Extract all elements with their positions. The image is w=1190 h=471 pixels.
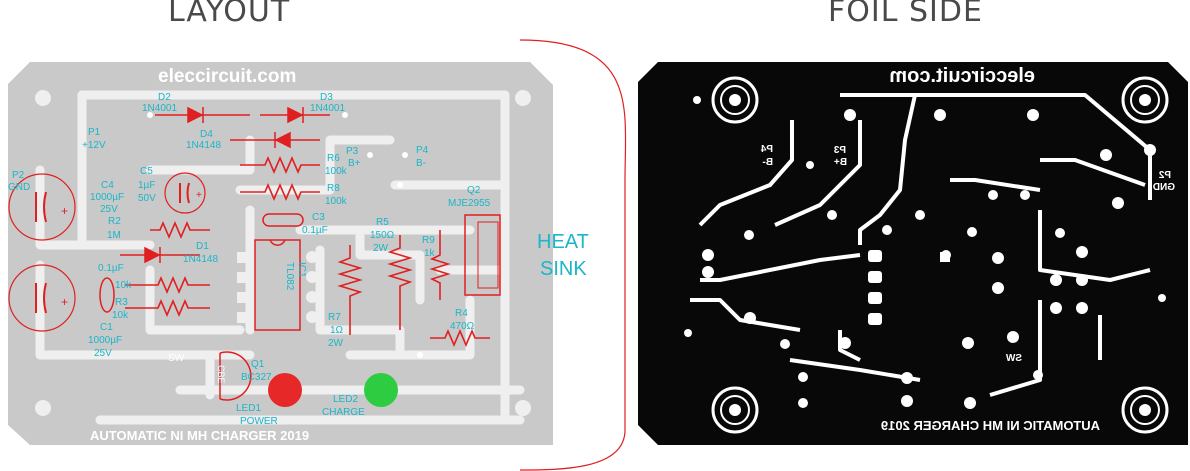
- label-p2-value: GND: [8, 182, 30, 193]
- label-r2-value: 1M: [107, 230, 121, 241]
- label-d4: D4: [200, 129, 213, 140]
- label-led2-value: CHARGE: [322, 407, 365, 418]
- label-c4-value-1: 1000µF: [90, 192, 124, 203]
- foil-footer-label: AUTOMATIC NI MH CHARGER 2019: [881, 418, 1100, 433]
- heatsink-outline: [519, 39, 627, 471]
- label-sw: SW: [168, 353, 185, 364]
- svg-text:+: +: [61, 295, 68, 309]
- label-r5: R5: [376, 217, 389, 228]
- label-r2: R2: [108, 216, 121, 227]
- label-led1: LED1: [236, 403, 261, 414]
- label-d2-value: 1N4001: [142, 103, 177, 114]
- svg-text:+: +: [196, 190, 202, 201]
- foil-label-p3-value: B+: [834, 157, 847, 168]
- label-r9: R9: [422, 235, 435, 246]
- label-c5-value-2: 50V: [138, 193, 156, 204]
- label-r4-value: 470Ω: [450, 321, 475, 332]
- svg-text:+: +: [61, 204, 68, 218]
- label-r4: R4: [455, 308, 468, 319]
- label-r5-value-1: 150Ω: [370, 230, 395, 241]
- label-ic1-value: TL082: [284, 262, 295, 291]
- label-r8: R8: [327, 183, 340, 194]
- label-p3: P3: [346, 146, 359, 157]
- label-c1-value-1: 1000µF: [88, 335, 122, 346]
- layout-title: LAYOUT: [168, 0, 291, 29]
- foil-label-sw: SW: [1005, 353, 1022, 364]
- label-p4-value: B-: [416, 158, 426, 169]
- label-c5: C5: [140, 166, 153, 177]
- foil-site-label: eleccircuit.com: [889, 65, 1035, 87]
- label-r3-value: 10k: [112, 310, 129, 321]
- label-r6-value: 100k: [325, 166, 348, 177]
- label-d3: D3: [320, 92, 333, 103]
- label-r9-value: 1k: [424, 248, 436, 259]
- label-led1-value: POWER: [240, 416, 278, 427]
- foil-side-title: FOIL SIDE: [828, 0, 983, 29]
- foil-pads: [684, 96, 1166, 409]
- label-c4-value-2: 25V: [100, 204, 118, 215]
- foil-labels: eleccircuit.com AUTOMATIC NI MH CHARGER …: [760, 65, 1175, 433]
- label-c1-value-2: 25V: [94, 348, 112, 359]
- label-q2: Q2: [467, 185, 481, 196]
- foil-label-p4: P4: [760, 144, 773, 155]
- layout-board: + + +: [8, 62, 553, 445]
- label-q2-value: MJE2955: [448, 198, 491, 209]
- heatsink-label-2: SINK: [540, 258, 587, 280]
- label-ic1: IC1: [296, 262, 307, 278]
- label-d4-value: 1N4148: [186, 140, 221, 151]
- label-p4: P4: [416, 145, 429, 156]
- label-c3-value: 0.1µF: [302, 225, 328, 236]
- label-d3-value: 1N4001: [310, 103, 345, 114]
- label-p1: P1: [88, 127, 101, 138]
- label-d1: D1: [196, 241, 209, 252]
- label-q1: Q1: [251, 359, 265, 370]
- label-d1-value: 1N4148: [183, 254, 218, 265]
- foil-label-p2-value: GND: [1153, 182, 1175, 193]
- label-c4: C4: [101, 180, 114, 191]
- layout-footer-label: AUTOMATIC NI MH CHARGER 2019: [90, 428, 309, 443]
- heatsink-label-1: HEAT: [537, 231, 589, 253]
- foil-label-p2: P2: [1158, 170, 1171, 181]
- label-c2-value: 0.1µF: [98, 263, 124, 274]
- label-c5-value-1: 1µF: [138, 180, 155, 191]
- label-q1-pins: CBE: [216, 365, 226, 384]
- label-p3-value: B+: [348, 158, 361, 169]
- foil-label-p4-value: B-: [762, 157, 773, 168]
- label-p1-value: +12V: [82, 140, 106, 151]
- label-r5-value-2: 2W: [373, 243, 389, 254]
- mounting-hole-patterns: [711, 76, 1169, 434]
- label-q1-value: BC327: [241, 372, 272, 383]
- label-r8-value: 100k: [325, 196, 348, 207]
- label-d2: D2: [158, 92, 171, 103]
- label-led2: LED2: [333, 394, 358, 405]
- label-r6: R6: [327, 153, 340, 164]
- label-p2: P2: [12, 170, 25, 181]
- label-r7-value-1: 1Ω: [330, 325, 344, 336]
- label-c3: C3: [312, 212, 325, 223]
- label-r7-value-2: 2W: [328, 338, 344, 349]
- label-r1-value: 10k: [115, 280, 132, 291]
- layout-labels: eleccircuit.com AUTOMATIC NI MH CHARGER …: [8, 66, 589, 443]
- layout-site-label: eleccircuit.com: [158, 66, 296, 87]
- foil-label-p3: P3: [833, 145, 846, 156]
- label-r3: R3: [115, 297, 128, 308]
- label-c1: C1: [100, 322, 113, 333]
- label-r7: R7: [328, 312, 341, 323]
- foil-board: [638, 62, 1188, 445]
